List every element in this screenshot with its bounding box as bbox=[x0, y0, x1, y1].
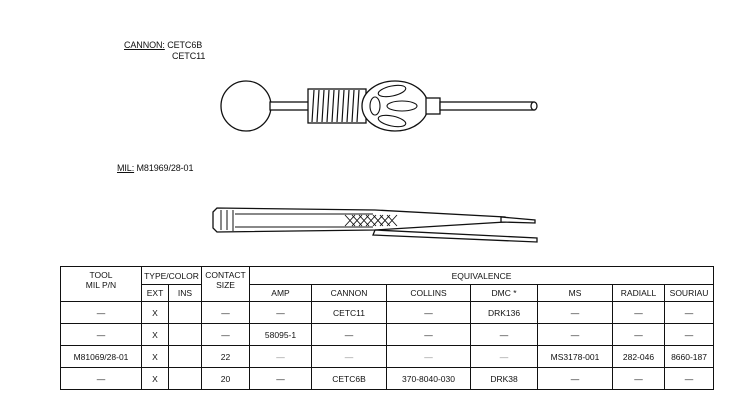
tool-cell: M81069/28-01 bbox=[60, 345, 142, 368]
souriau-cell: 8660-187 bbox=[664, 345, 715, 368]
equivalence-table: TOOL MIL P/N TYPE/COLOR CONTACT SIZE EQU… bbox=[60, 266, 715, 390]
table-row: M81069/28-01 X 22 — — — — MS3178-001 282… bbox=[60, 345, 715, 368]
radiall-cell: — bbox=[612, 323, 666, 346]
mil-label: MIL: bbox=[117, 163, 135, 173]
mil-caption: MIL: M81969/28-01 bbox=[117, 163, 193, 174]
table-row: — X — — CETC11 — DRK136 — — — bbox=[60, 301, 715, 324]
ext-header: EXT bbox=[141, 284, 169, 302]
mil-tool-illustration bbox=[212, 207, 538, 243]
amp-header: AMP bbox=[249, 284, 313, 302]
dmc-header: DMC * bbox=[470, 284, 539, 302]
tool-header-label: TOOL bbox=[89, 270, 113, 280]
contact-header-sub: SIZE bbox=[216, 280, 235, 290]
contact-size-header: CONTACT SIZE bbox=[201, 266, 251, 302]
souriau-header: SOURIAU bbox=[664, 284, 715, 302]
tool-header: TOOL MIL P/N bbox=[60, 266, 142, 302]
dmc-cell: DRK136 bbox=[470, 301, 539, 324]
souriau-cell: — bbox=[664, 301, 715, 324]
ins-cell bbox=[167, 367, 203, 390]
radiall-header: RADIALL bbox=[612, 284, 666, 302]
collins-header: COLLINS bbox=[386, 284, 472, 302]
cannon-label: CANNON: bbox=[124, 40, 165, 50]
ext-cell: X bbox=[141, 345, 169, 368]
amp-cell: — bbox=[249, 301, 313, 324]
cannon-tool-illustration bbox=[220, 80, 538, 132]
radiall-cell: — bbox=[612, 367, 666, 390]
collins-cell: — bbox=[386, 301, 472, 324]
table-row: — X — 58095-1 — — — — — — bbox=[60, 323, 715, 346]
ext-cell: X bbox=[141, 301, 169, 324]
souriau-cell: — bbox=[664, 323, 715, 346]
cannon-part-1: CETC6B bbox=[167, 40, 203, 50]
contact-header-label: CONTACT bbox=[205, 270, 246, 280]
amp-cell: — bbox=[249, 345, 313, 368]
ins-cell bbox=[167, 301, 203, 324]
souriau-cell: — bbox=[664, 367, 715, 390]
dmc-cell: — bbox=[470, 323, 539, 346]
equivalence-header: EQUIVALENCE bbox=[249, 266, 715, 285]
table-row: — X 20 — CETC6B 370-8040-030 DRK38 — — — bbox=[60, 367, 715, 390]
cannon-cell: — bbox=[311, 323, 388, 346]
ms-cell: — bbox=[537, 367, 614, 390]
ins-header: INS bbox=[167, 284, 203, 302]
tool-cell: — bbox=[60, 301, 142, 324]
collins-cell: — bbox=[386, 323, 472, 346]
ext-cell: X bbox=[141, 367, 169, 390]
radiall-cell: 282-046 bbox=[612, 345, 666, 368]
ext-cell: X bbox=[141, 323, 169, 346]
collins-cell: 370-8040-030 bbox=[386, 367, 472, 390]
ms-cell: — bbox=[537, 323, 614, 346]
radiall-cell: — bbox=[612, 301, 666, 324]
cannon-caption: CANNON: CETC6B CETC11 bbox=[124, 40, 205, 62]
mil-part: M81969/28-01 bbox=[136, 163, 194, 173]
cannon-part-2: CETC11 bbox=[172, 51, 206, 61]
contact-size-cell: 20 bbox=[201, 367, 251, 390]
contact-size-cell: 22 bbox=[201, 345, 251, 368]
ms-cell: MS3178-001 bbox=[537, 345, 614, 368]
tool-cell: — bbox=[60, 323, 142, 346]
ins-cell bbox=[167, 323, 203, 346]
contact-size-cell: — bbox=[201, 323, 251, 346]
tool-header-sub: MIL P/N bbox=[85, 280, 117, 290]
ms-header: MS bbox=[537, 284, 614, 302]
amp-cell: 58095-1 bbox=[249, 323, 313, 346]
amp-cell: — bbox=[249, 367, 313, 390]
cannon-cell: — bbox=[311, 345, 388, 368]
cannon-header: CANNON bbox=[311, 284, 388, 302]
cannon-cell: CETC6B bbox=[311, 367, 388, 390]
collins-cell: — bbox=[386, 345, 472, 368]
contact-size-cell: — bbox=[201, 301, 251, 324]
type-color-header: TYPE/COLOR bbox=[140, 266, 203, 285]
ms-cell: — bbox=[537, 301, 614, 324]
tool-cell: — bbox=[60, 367, 142, 390]
cannon-cell: CETC11 bbox=[311, 301, 388, 324]
ins-cell bbox=[167, 345, 203, 368]
dmc-cell: — bbox=[470, 345, 539, 368]
dmc-cell: DRK38 bbox=[470, 367, 539, 390]
